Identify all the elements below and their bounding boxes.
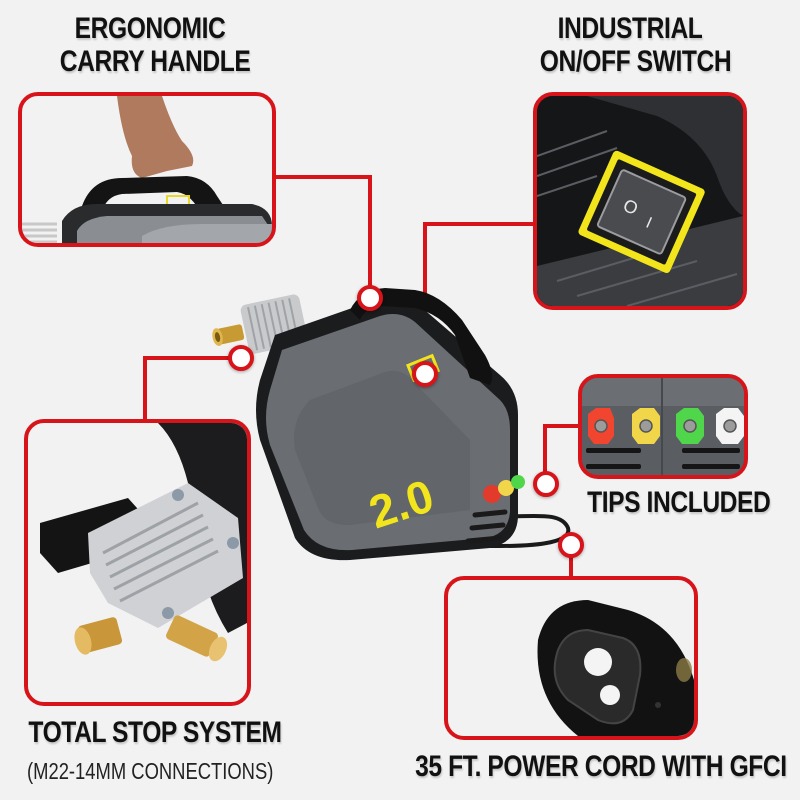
connector-tips-v: [543, 424, 547, 476]
carry-handle-image-box: [18, 92, 276, 247]
power-cord-heading: 35 FT. POWER CORD WITH GFCI: [415, 750, 787, 783]
connector-carry-handle-h: [273, 175, 372, 179]
nozzle-tip-red: [588, 408, 614, 444]
switch-image-box: O I: [533, 92, 747, 310]
switch-title-line1: INDUSTRIAL: [557, 12, 703, 45]
connector-total-stop-v: [143, 356, 147, 422]
connector-power-cord-v: [569, 550, 573, 580]
rocker-switch[interactable]: [596, 169, 687, 255]
carry-handle-title-line2: CARRY HANDLE: [59, 45, 251, 78]
switch-title-line2: ON/OFF SWITCH: [539, 45, 732, 78]
switch-on-symbol: I: [643, 215, 654, 232]
callout-dot-tips[interactable]: [533, 471, 559, 497]
connector-carry-handle-v: [368, 175, 372, 287]
nozzle-tip-green: [676, 408, 704, 444]
connector-tips-h: [543, 424, 580, 428]
power-cord-image-box: [444, 576, 698, 740]
total-stop-image-box: [24, 419, 251, 706]
callout-dot-total-stop[interactable]: [228, 345, 254, 371]
carry-handle-heading: ERGONOMIC CARRY HANDLE: [59, 12, 251, 78]
hand-icon: [117, 96, 194, 178]
outlet-fitting: [166, 615, 228, 662]
gfci-test-button: [584, 648, 612, 676]
callout-dot-power-cord[interactable]: [558, 532, 584, 558]
callout-dot-carry-handle[interactable]: [357, 285, 383, 311]
tips-heading: TIPS INCLUDED: [587, 486, 771, 519]
callout-dot-switch[interactable]: [412, 361, 438, 387]
nozzle-tip-yellow: [632, 408, 660, 444]
pressure-washer-product: 2.0: [200, 280, 580, 570]
carry-handle-title-line1: ERGONOMIC: [74, 12, 226, 45]
connector-switch-h: [423, 222, 535, 226]
nozzle-tip-white: [716, 408, 744, 444]
inlet-fitting: [74, 617, 123, 655]
connector-total-stop-h: [143, 356, 233, 360]
total-stop-heading: TOTAL STOP SYSTEM: [28, 716, 282, 749]
total-stop-subtitle: (M22-14MM CONNECTIONS): [27, 758, 274, 784]
tips-image-box: [578, 374, 748, 479]
gfci-reset-button: [600, 685, 620, 705]
switch-heading: INDUSTRIAL ON/OFF SWITCH: [539, 12, 732, 78]
